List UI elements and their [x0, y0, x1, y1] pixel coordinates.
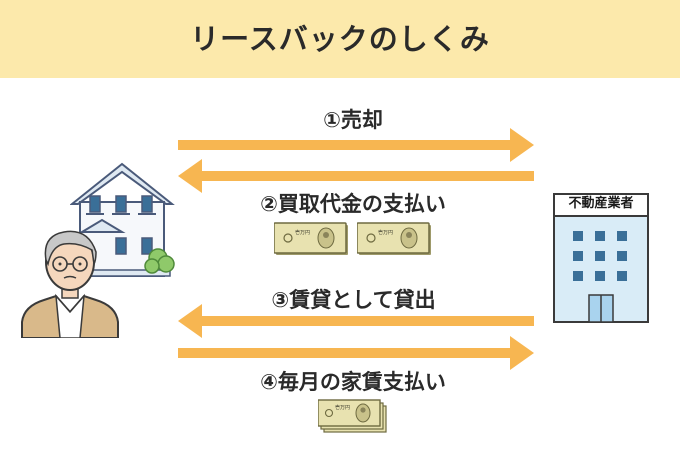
banknote-stack-icon: 壱万円 [318, 399, 387, 433]
senior-man-icon [21, 230, 119, 338]
header-band [0, 0, 680, 78]
banknote-icon: 壱万円 [274, 222, 348, 255]
arrow-monthly-rent [178, 336, 534, 370]
banknote-icon: 壱万円 [357, 222, 431, 255]
arrow-rent-out [178, 304, 534, 338]
step-3-label: ③賃貸として貸出 [271, 288, 436, 312]
company-label: 不動産業者 [568, 196, 634, 211]
page-title: リースバックのしくみ [190, 22, 490, 56]
arrow-payment [178, 159, 534, 193]
arrow-sell [178, 128, 534, 162]
step-4-label: ④毎月の家賃支払い [260, 370, 446, 394]
svg-text:壱万円: 壱万円 [295, 229, 310, 236]
step-2-label: ②買取代金の支払い [260, 192, 446, 216]
office-building-icon [553, 193, 649, 323]
step-1-label: ①売却 [323, 108, 383, 132]
svg-text:壱万円: 壱万円 [335, 404, 350, 411]
svg-text:壱万円: 壱万円 [378, 229, 393, 236]
house-icon [70, 162, 175, 277]
